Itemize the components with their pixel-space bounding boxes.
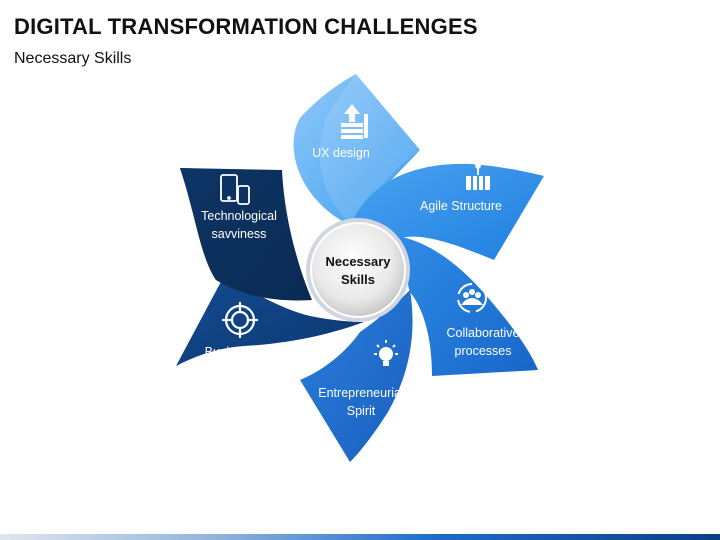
stack-upload-icon [341, 104, 368, 139]
petal-label-entrepreneurial-line2: Spirit [347, 404, 376, 418]
center-label-line1: Necessary [325, 254, 391, 269]
petal-collaborative-processes [398, 236, 538, 376]
petal-label-collaborative-line1: Collaborative [447, 326, 520, 340]
page-title: DIGITAL TRANSFORMATION CHALLENGES [14, 14, 478, 39]
petal-business-acumen [176, 276, 364, 366]
target-icon [222, 302, 258, 338]
lightbulb-icon [374, 340, 398, 366]
petal-technological-savviness [180, 168, 312, 301]
petal-label-technological-line1: Technological [201, 209, 277, 223]
petal-label-ux-design: UX design [312, 146, 370, 160]
petal-ux-design [293, 74, 420, 228]
devices-icon [220, 174, 250, 205]
petal-label-entrepreneurial-line1: Entrepreneurial [318, 386, 403, 400]
page-subtitle: Necessary Skills [14, 50, 132, 67]
petal-label-technological-line2: savviness [212, 227, 267, 241]
petal-label-collaborative-line2: processes [455, 344, 512, 358]
bottom-accent-bar [0, 534, 720, 540]
team-cycle-icon [457, 283, 487, 313]
conveyor-icon [466, 163, 490, 190]
petal-label-business-acumen: Business acumen [205, 345, 304, 359]
petal-entrepreneurial-spirit [300, 290, 413, 462]
center-hub: Necessary Skills [306, 218, 410, 322]
petal-agile-structure [352, 163, 544, 260]
petal-label-agile-structure: Agile Structure [420, 199, 502, 213]
center-label-line2: Skills [341, 272, 375, 287]
